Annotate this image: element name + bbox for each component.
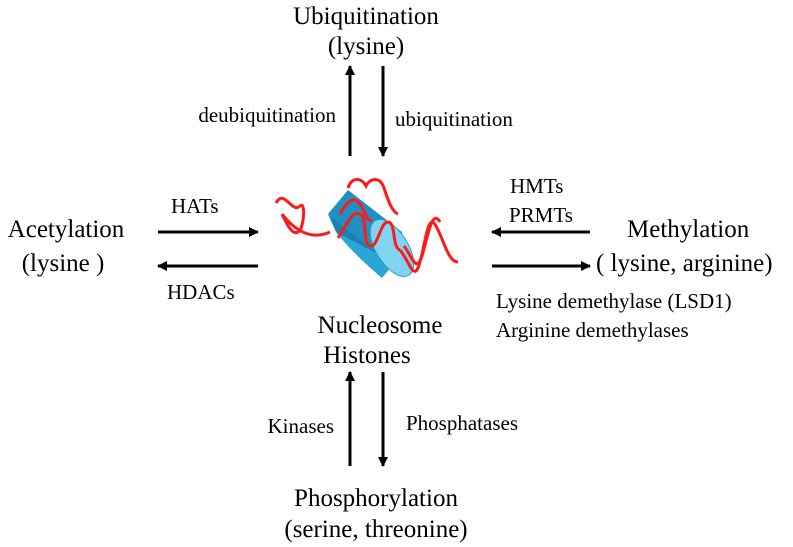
histones-label: Histones <box>323 342 411 369</box>
deubiquitination-label: deubiquitination <box>198 103 336 127</box>
methylation-residue: ( lysine, arginine) <box>596 250 773 277</box>
phosphorylation-residue: (serine, threonine) <box>284 516 468 543</box>
hdacs-label: HDACs <box>167 280 235 304</box>
hats-label: HATs <box>171 194 219 218</box>
methylation-title: Methylation <box>627 216 750 243</box>
phosphatases-label: Phosphatases <box>406 411 518 435</box>
acetylation-residue: (lysine ) <box>21 250 105 277</box>
kinases-label: Kinases <box>267 414 335 438</box>
dna-strand-front <box>336 211 401 252</box>
ubiquitination-enzyme-label: ubiquitination <box>395 107 513 131</box>
dna-strand-back <box>274 196 306 235</box>
arginine-demethylases-label: Arginine demethylases <box>496 318 689 342</box>
phosphorylation-title: Phosphorylation <box>294 485 458 512</box>
lsd1-label: Lysine demethylase (LSD1) <box>496 289 732 313</box>
acetylation-title: Acetylation <box>7 216 125 243</box>
nucleosome-label: Nucleosome <box>317 312 443 339</box>
histone-cylinder-top <box>369 219 415 277</box>
ubiquitination-residue: (lysine) <box>327 33 405 60</box>
nucleosome-illustration <box>274 178 459 278</box>
ubiquitination-title: Ubiquitination <box>293 3 439 30</box>
dna-loop-top <box>346 178 399 216</box>
hmts-label: HMTs <box>510 174 564 198</box>
dna-strand-tail <box>398 220 459 273</box>
prmts-label: PRMTs <box>509 203 573 227</box>
